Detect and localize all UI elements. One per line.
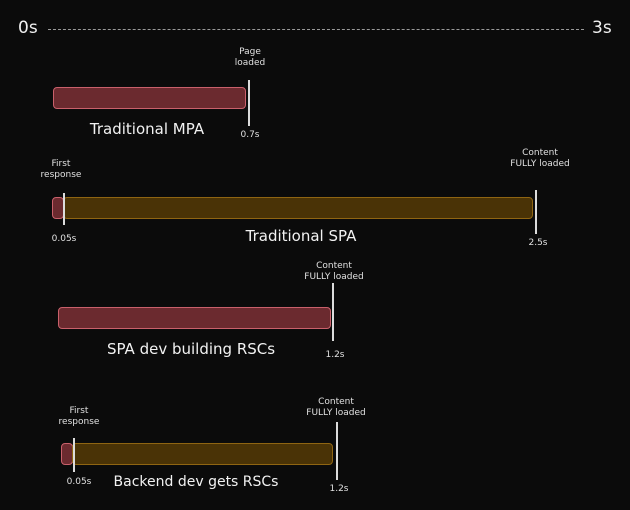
backend-end-tick	[336, 422, 338, 480]
backend-first-time-label: 0.05s	[66, 477, 92, 487]
rsc-bar	[58, 307, 331, 329]
spa-first-response-tick	[63, 193, 65, 225]
row-title: Traditional SPA	[245, 227, 357, 245]
mpa-end-tick	[248, 80, 250, 126]
spa-end-time-label: 2.5s	[528, 238, 548, 248]
axis-start-label: 0s	[18, 18, 38, 38]
spa-end-tick	[535, 190, 537, 234]
row-title: SPA dev building RSCs	[106, 340, 276, 358]
backend-end-time-label: 1.2s	[329, 484, 349, 494]
backend-first-response-tick	[73, 438, 75, 472]
row-title: Backend dev gets RSCs	[113, 474, 279, 490]
row-title: Traditional MPA	[89, 120, 205, 138]
spa-first-time-label: 0.05s	[51, 234, 77, 244]
rsc-time-label: 1.2s	[325, 350, 345, 360]
mpa-time-label: 0.7s	[240, 130, 260, 140]
mpa-bar	[53, 87, 246, 109]
spa-client-segment	[63, 197, 533, 219]
timeline-axis	[48, 29, 584, 30]
backend-client-segment	[72, 443, 333, 465]
rsc-end-tick	[332, 283, 334, 341]
axis-end-label: 3s	[592, 18, 612, 38]
